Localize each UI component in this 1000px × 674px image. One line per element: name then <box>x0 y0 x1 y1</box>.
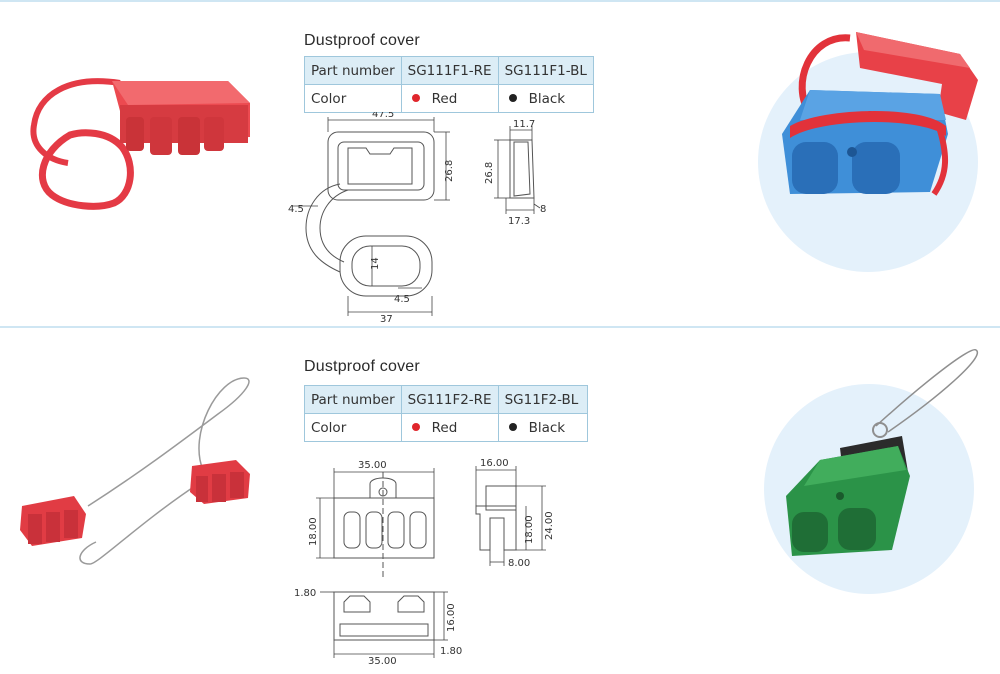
color-red-label: Red <box>431 419 458 436</box>
table-row: Color Red Black <box>304 413 588 442</box>
color-black-label: Black <box>528 419 566 436</box>
red-covers-wire-photo <box>20 377 250 565</box>
technical-drawing-2: 35.00 18.00 16.00 18.00 24.00 8.00 1.80 … <box>294 458 555 667</box>
header-cell: SG11F2-BL <box>497 385 588 414</box>
color-black-label: Black <box>528 90 566 107</box>
header-cell: SG111F1-BL <box>497 56 594 85</box>
dim-bottom-1-8-top: 1.80 <box>294 588 316 599</box>
section-title: Dustproof cover <box>304 358 420 375</box>
dim-side-26-8: 26.8 <box>484 162 495 184</box>
table-header-row: Part number SG111F1-RE SG111F1-BL <box>304 56 594 85</box>
dim-front-18: 18.00 <box>308 517 319 546</box>
black-dot-icon <box>508 94 517 102</box>
header-cell: Part number <box>304 385 402 414</box>
table-row: Color Red Black <box>304 84 594 113</box>
header-cell: Part number <box>304 56 402 85</box>
dim-bottom-1-8: 1.80 <box>440 646 462 657</box>
spec-table: Part number SG111F2-RE SG11F2-BL Color R… <box>304 385 588 442</box>
product-section-1: Dustproof cover Part number SG111F1-RE S… <box>0 0 1000 330</box>
dim-4-5-bottom: 4.5 <box>394 294 410 305</box>
dim-front-35: 35.00 <box>358 460 387 471</box>
color-cell-black: Black <box>497 413 588 442</box>
dim-side-24: 24.00 <box>544 511 555 540</box>
color-cell-red: Red <box>400 84 499 113</box>
spec-table: Part number SG111F1-RE SG111F1-BL Color … <box>304 56 594 113</box>
dim-26-8: 26.8 <box>444 160 455 182</box>
dim-side-18: 18.00 <box>524 515 535 544</box>
technical-drawing-1: 47.5 26.8 4.5 14 4.5 37 11.7 26.8 17.3 8 <box>288 112 546 325</box>
table-header-row: Part number SG111F2-RE SG11F2-BL <box>304 385 588 414</box>
row-label: Color <box>304 84 402 113</box>
dim-8: 8 <box>540 204 546 215</box>
red-dot-icon <box>411 94 420 102</box>
dim-17-3: 17.3 <box>508 216 530 227</box>
dim-37: 37 <box>380 314 393 325</box>
black-dot-icon <box>508 423 517 431</box>
blue-connector-photo <box>782 32 978 196</box>
product-section-2: Dustproof cover Part number SG111F2-RE S… <box>0 330 1000 667</box>
section-divider <box>0 326 1000 328</box>
row-label: Color <box>304 413 402 442</box>
red-dust-cover-photo <box>30 78 250 210</box>
section-title: Dustproof cover <box>304 32 420 49</box>
dim-side-16: 16.00 <box>480 458 509 469</box>
header-cell: SG111F2-RE <box>400 385 499 414</box>
green-connector-photo <box>786 349 979 556</box>
color-cell-black: Black <box>497 84 594 113</box>
top-divider <box>0 0 1000 2</box>
dim-47-5: 47.5 <box>372 112 394 120</box>
dim-bottom-16: 16.00 <box>446 603 457 632</box>
red-dot-icon <box>411 423 420 431</box>
color-red-label: Red <box>431 90 458 107</box>
color-cell-red: Red <box>400 413 499 442</box>
dim-4-5-left: 4.5 <box>288 204 304 215</box>
dim-side-8: 8.00 <box>508 558 530 569</box>
header-cell: SG111F1-RE <box>400 56 499 85</box>
dim-11-7: 11.7 <box>513 119 535 130</box>
dim-bottom-35: 35.00 <box>368 656 397 667</box>
dim-14: 14 <box>370 257 381 270</box>
